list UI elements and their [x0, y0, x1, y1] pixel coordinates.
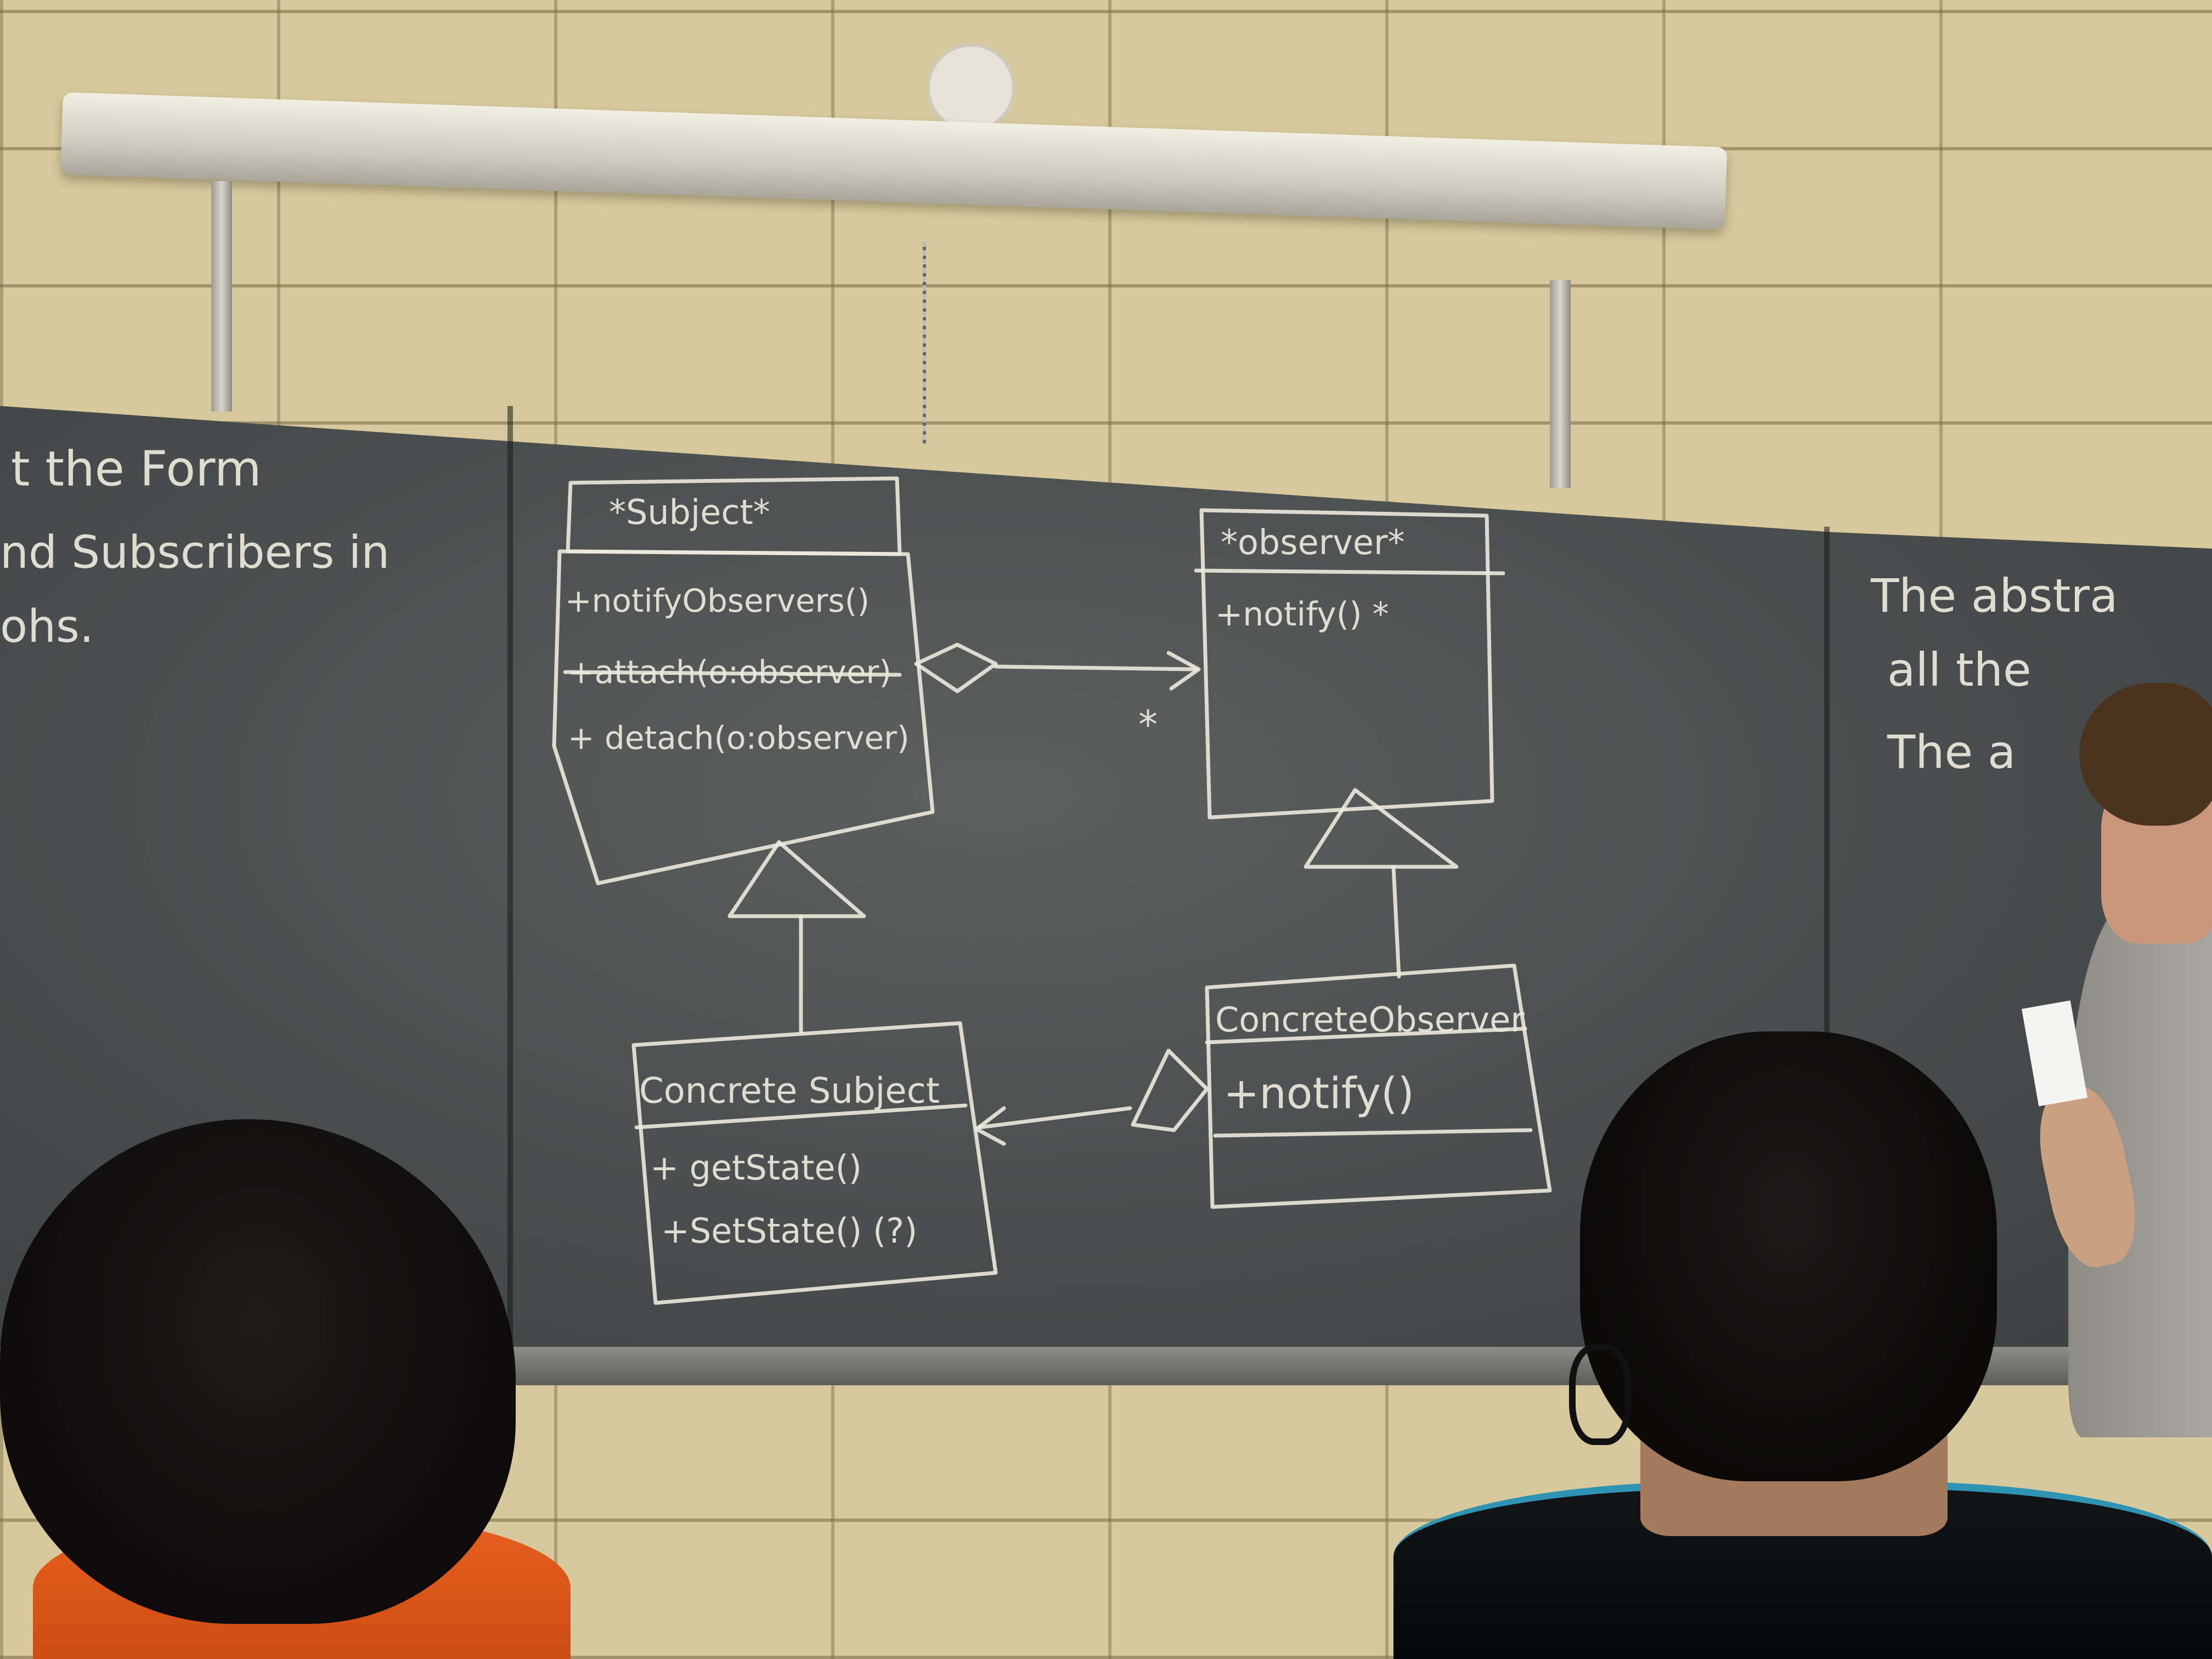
concrete-association-line	[977, 1106, 1132, 1130]
concrete-observer-box: ConcreteObserver +notify()	[1205, 963, 1552, 1209]
board-seam-right	[1824, 527, 1830, 1361]
subject-op-3: + detach(o:observer)	[568, 719, 910, 757]
student-right-head	[1580, 1031, 1997, 1481]
observer-box	[1199, 508, 1494, 820]
subject-op-2: +attach(o:observer)	[568, 653, 891, 691]
concrete-arrowhead	[974, 1106, 1006, 1146]
concrete-observer-op-1: +notify()	[1223, 1069, 1414, 1119]
subject-class-box: *Subject* +notifyObservers() +attach(o:o…	[552, 476, 935, 885]
observer-title: *observer*	[1221, 522, 1405, 562]
aggregation-diamond	[914, 642, 998, 693]
teacher-head	[2079, 683, 2212, 826]
observer-inheritance-triangle	[1304, 788, 1459, 869]
concrete-observer-outline	[1205, 963, 1552, 1209]
wall-bracket-right	[1550, 280, 1571, 488]
subject-op-1: +notifyObservers()	[565, 582, 870, 619]
student-left-head	[0, 1119, 516, 1624]
subject-inheritance-triangle	[727, 840, 866, 918]
subject-title: *Subject*	[609, 492, 770, 532]
right-text-line-1: The abstra	[1870, 569, 2118, 623]
observer-divider	[1194, 568, 1505, 575]
left-text-line-3: ohs.	[0, 601, 94, 653]
left-text-line-1: t the Form	[11, 441, 262, 497]
eyeglasses	[1569, 1344, 1632, 1445]
subject-body-box	[552, 549, 935, 885]
multiplicity-star: *	[1138, 702, 1158, 747]
concrete-subject-outline	[631, 1021, 998, 1305]
subject-divider	[563, 670, 902, 677]
wall-bracket-left	[211, 181, 232, 411]
right-text-line-2: all the	[1887, 643, 2032, 697]
pull-chain	[923, 241, 926, 444]
observer-op-1: +notify() *	[1215, 595, 1389, 634]
observer-inheritance-line	[1391, 865, 1401, 979]
concrete-diamond	[1131, 1048, 1209, 1132]
aggregation-association: *	[914, 642, 1201, 747]
observer-class-box: *observer* +notify() *	[1194, 508, 1505, 820]
board-seam-left	[507, 406, 513, 1361]
association-arrowhead	[1166, 651, 1201, 691]
ceiling-mount	[930, 47, 1012, 129]
concrete-observer-divider	[1205, 1026, 1527, 1045]
concrete-subject-box: Concrete Subject + getState() +SetState(…	[631, 1021, 998, 1305]
concrete-subject-op-2: +SetState() (?)	[661, 1211, 917, 1251]
concrete-observer-divider-2	[1213, 1128, 1533, 1138]
left-text-line-2: nd Subscribers in	[0, 527, 390, 579]
concrete-subject-title: Concrete Subject	[639, 1071, 940, 1111]
concrete-observer-title: ConcreteObserver	[1215, 1000, 1525, 1040]
concrete-subject-op-1: + getState()	[650, 1148, 862, 1188]
concrete-subject-divider	[634, 1103, 968, 1130]
right-text-line-3: The a	[1887, 725, 2016, 779]
association-line	[994, 664, 1198, 672]
